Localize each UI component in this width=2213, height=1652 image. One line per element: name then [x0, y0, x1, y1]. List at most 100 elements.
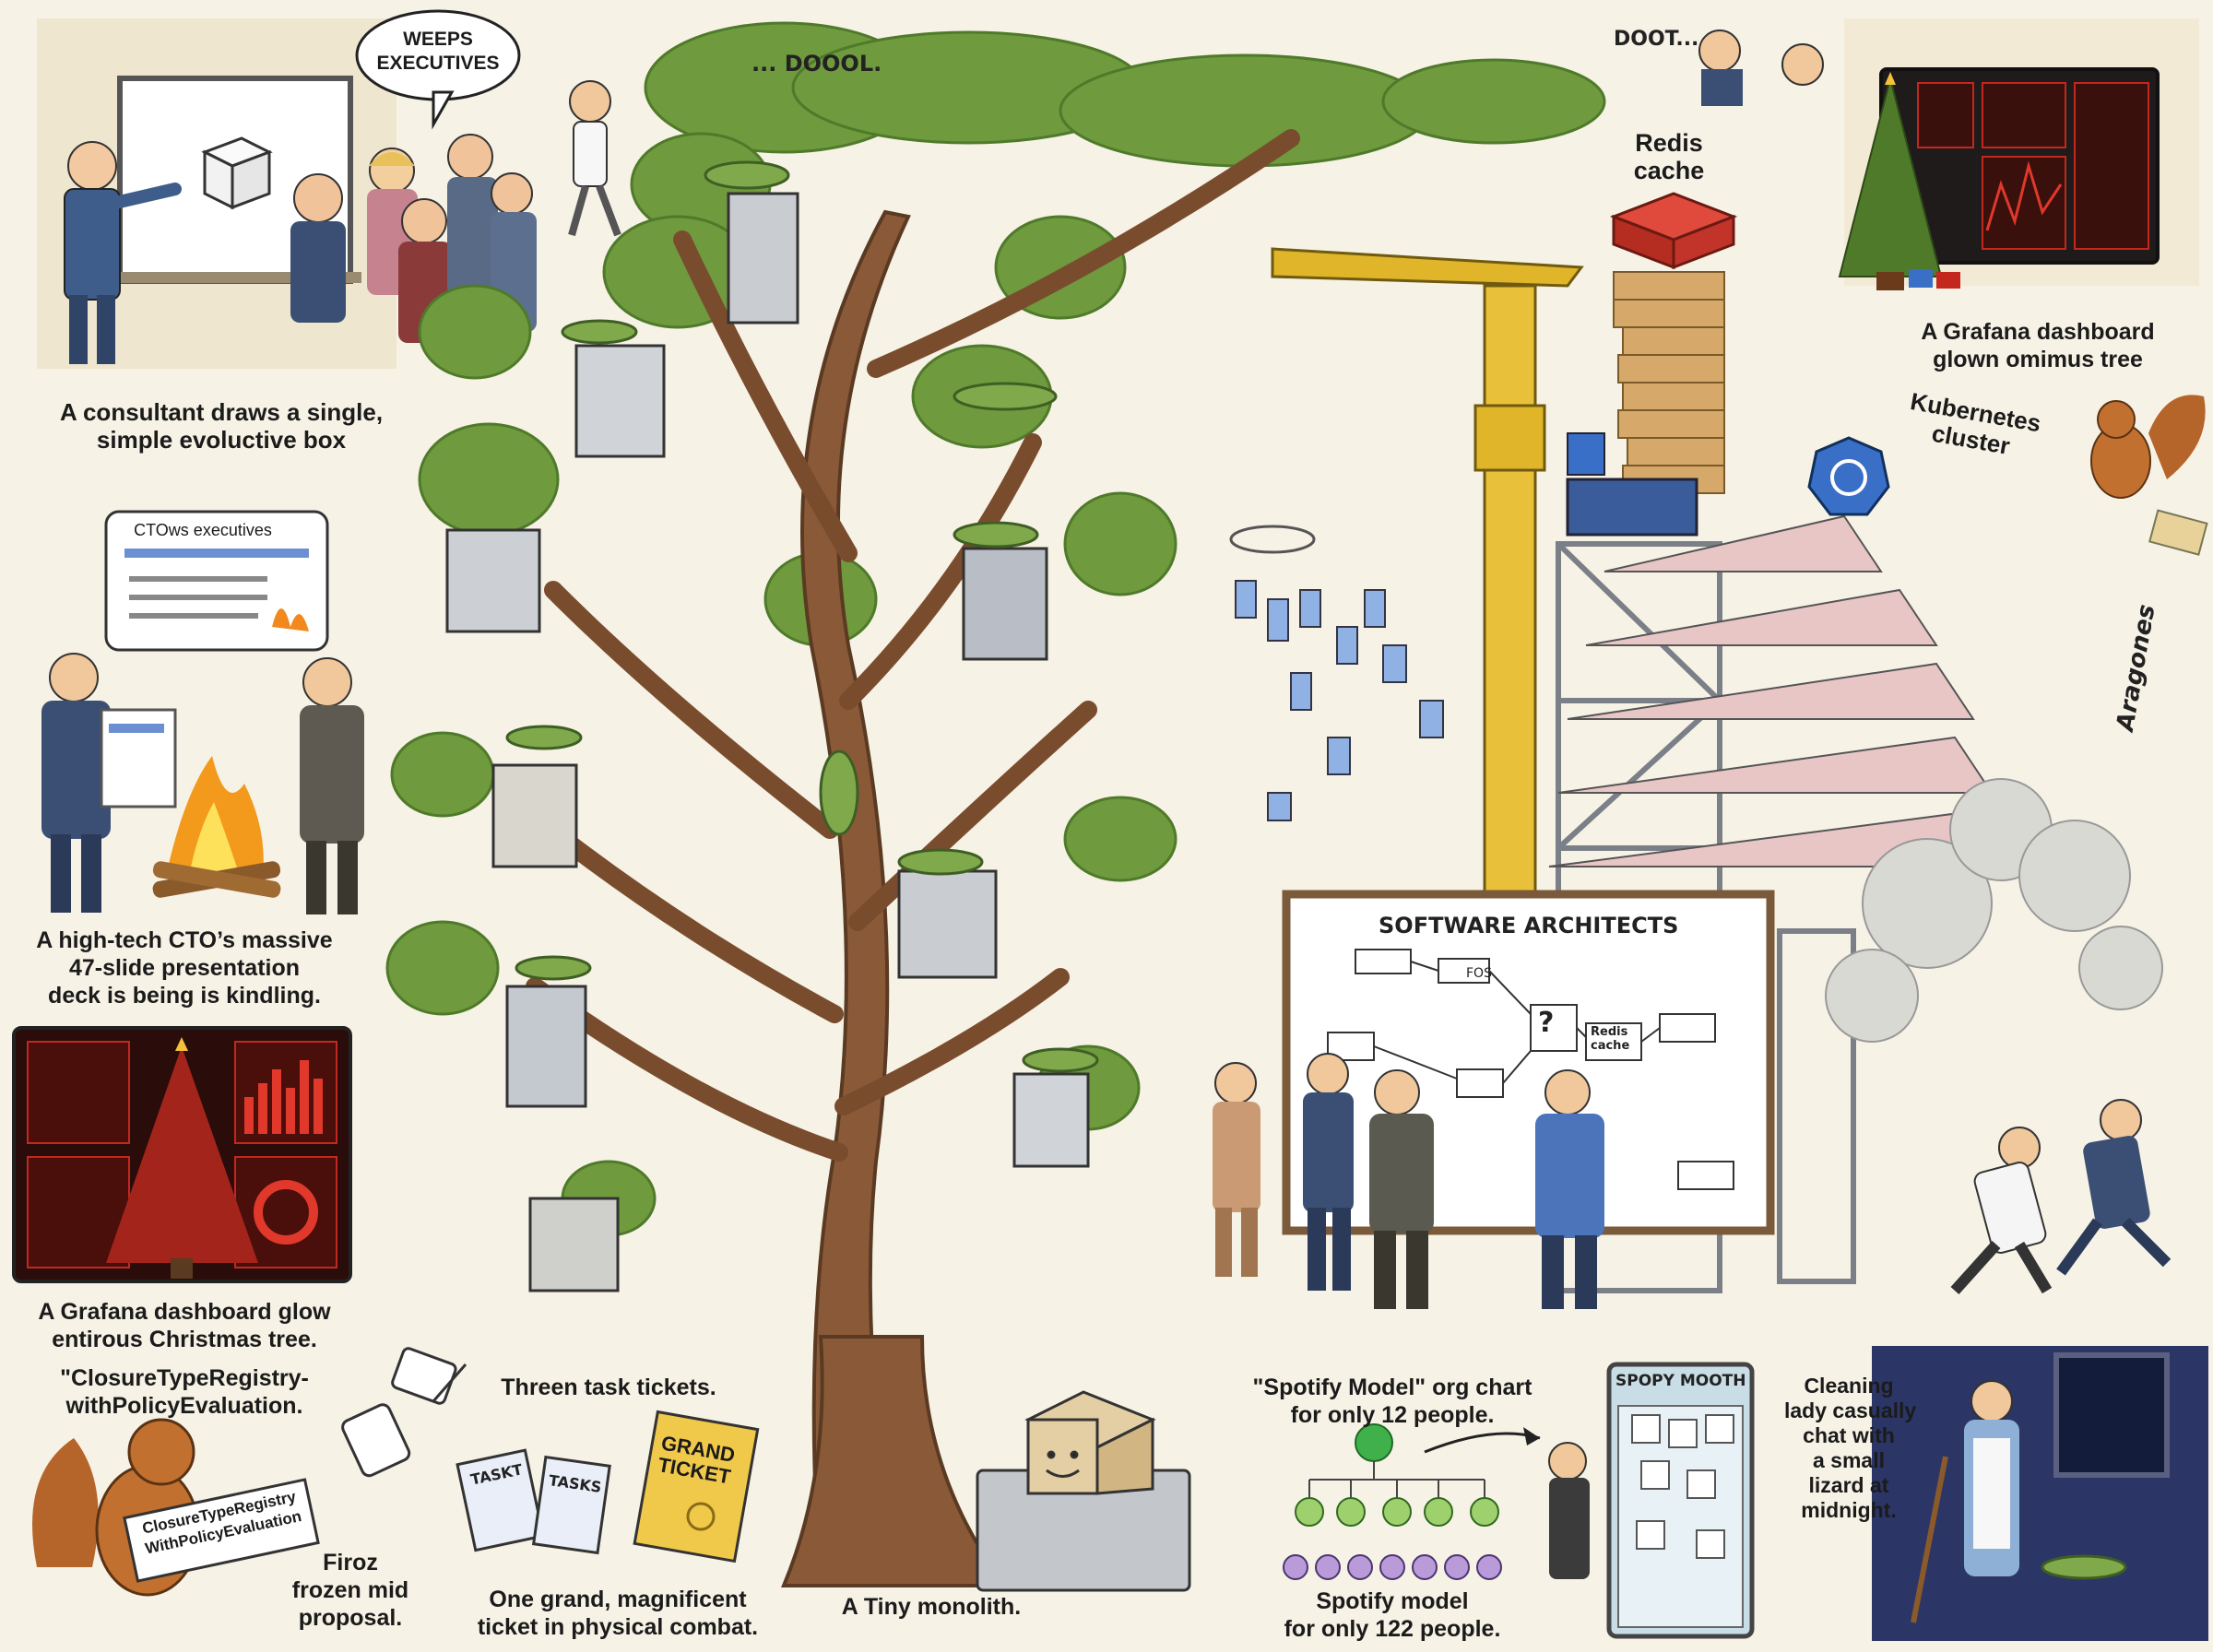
- cleaning-caption-line-3: chat with: [1803, 1423, 1895, 1447]
- card-tower: [1548, 514, 2012, 867]
- cto-caption-line-1: A high-tech CTO’s massive: [36, 927, 333, 953]
- photo-booth: [1606, 1362, 1755, 1639]
- cleaning-caption-line-1: Cleaning: [1804, 1374, 1894, 1398]
- squirrel-quote-line-1: "ClosureTypeRegistry-: [60, 1365, 309, 1391]
- closure-sign: [123, 1478, 320, 1583]
- tickets-caption: One grand, magnificent ticket in physica…: [461, 1586, 775, 1641]
- christmas-tree-left: [106, 1046, 258, 1263]
- redis-label: Redis cache: [1600, 129, 1738, 184]
- tree-servers: [445, 192, 1090, 1292]
- grafana-left-caption-line-1: A Grafana dashboard glow: [38, 1299, 331, 1325]
- grand-ticket: [633, 1410, 760, 1564]
- task-ticket-1: [456, 1448, 545, 1552]
- campfire: [152, 756, 281, 898]
- grafana-right-caption: A Grafana dashboard glown omimus tree: [1881, 318, 2195, 373]
- night-window: [2053, 1352, 2170, 1478]
- tree-branches: [507, 129, 1300, 1162]
- architects-scene: [1213, 890, 2172, 1309]
- spotify-top-caption: "Spotify Model" org chart for only 12 pe…: [1240, 1374, 1544, 1429]
- squirrel-quote: "ClosureTypeRegistry- withPolicyEvaluati…: [18, 1364, 350, 1420]
- squirrel-scene: [32, 1347, 467, 1597]
- tiny-monolith: [976, 1390, 1191, 1592]
- cto-deck-scene: [41, 510, 364, 914]
- smiling-server-1: [491, 763, 578, 868]
- grafana-christmas-left: [12, 1026, 352, 1283]
- server-top: [727, 192, 799, 324]
- board-redis-note: Redis cache: [1591, 1025, 1630, 1053]
- cto-deck-caption: A high-tech CTO’s massive 47-slide prese…: [18, 926, 350, 1009]
- spotify-top-caption-line-2: for only 12 people.: [1290, 1402, 1495, 1428]
- squirrel-caption: Firoz frozen mid proposal.: [277, 1549, 424, 1632]
- squirrel-caption-line-3: proposal.: [298, 1605, 403, 1631]
- big-tree: [385, 21, 1606, 1592]
- board-fos-note: FOS: [1466, 966, 1492, 981]
- server-right-2: [897, 869, 998, 979]
- spotify-org-chart: [1283, 1423, 1590, 1580]
- consultant-caption-line-1: A consultant draws a single,: [59, 398, 384, 426]
- spotify-bottom-caption-line-1: Spotify model: [1316, 1588, 1469, 1614]
- midnight-lizard: [2041, 1554, 2127, 1580]
- tickets-top-caption: Threen task tickets.: [501, 1375, 716, 1400]
- kubernetes-logo: [1807, 436, 1890, 516]
- crane-jib: [1271, 247, 1584, 288]
- server-left-3: [505, 985, 587, 1108]
- consultant-figure: [64, 141, 182, 364]
- architects-whiteboard: [1282, 890, 1775, 1235]
- grafana-left-caption-line-2: entirous Christmas tree.: [52, 1327, 317, 1352]
- squirrel-quote-line-2: withPolicyEvaluation.: [65, 1393, 303, 1419]
- tickets-caption-line-2: ticket in physical combat.: [477, 1614, 759, 1640]
- redis-label-line-2: cache: [1633, 157, 1705, 184]
- task-ticket-2: [531, 1455, 611, 1555]
- cleaning-lady-scene: [1872, 1346, 2208, 1641]
- cleaning-caption-line-4: a small: [1813, 1448, 1885, 1472]
- doot-faces: [1698, 30, 1824, 106]
- grafana-right-caption-line-2: glown omimus tree: [1933, 347, 2143, 372]
- consultant-scene: [37, 9, 537, 369]
- tree-lizards: [505, 160, 1099, 1073]
- squirrel-right: [2090, 395, 2208, 556]
- architect-figures: [1213, 1053, 1604, 1309]
- monolith-caption: A Tiny monolith.: [841, 1594, 1022, 1620]
- jenga-tower: [1613, 271, 1725, 494]
- board-question-mark: ?: [1538, 1007, 1555, 1039]
- spotify-bottom-caption-line-2: for only 122 people.: [1284, 1616, 1501, 1642]
- dust-cloud: [1825, 778, 2163, 1043]
- smiling-server-2: [1012, 1072, 1090, 1168]
- grafana-left-caption: A Grafana dashboard glow entirous Christ…: [18, 1298, 350, 1353]
- doot-text: DOOT...: [1614, 28, 1699, 51]
- weeps-executives-bubble-text: WEEPS EXECUTIVES: [376, 29, 500, 74]
- redis-label-line-1: Redis: [1635, 129, 1703, 157]
- cleaning-caption: Cleaning lady casually chat with a small…: [1784, 1374, 1917, 1523]
- consultant-caption-line-2: simple evoluctive box: [96, 426, 347, 454]
- server-right-1: [962, 547, 1048, 661]
- cto-caption-line-2: 47-slide presentation: [68, 955, 301, 981]
- server-left-4: [528, 1197, 620, 1292]
- spotify-bottom-caption: Spotify model for only 122 people.: [1263, 1587, 1521, 1643]
- redis-logo: [1609, 192, 1738, 270]
- cto-caption-line-3: deck is being is kindling.: [48, 983, 321, 1009]
- cleaning-caption-line-6: midnight.: [1801, 1498, 1897, 1522]
- tickets-scene: [456, 1410, 760, 1564]
- server-left-2: [445, 528, 541, 633]
- slide-title: CTOws executives: [134, 521, 272, 539]
- grafana-right-caption-line-1: A Grafana dashboard: [1921, 319, 2155, 345]
- grafana-christmas-right: [1838, 18, 2199, 290]
- spotify-top-caption-line-1: "Spotify Model" org chart: [1252, 1375, 1533, 1400]
- architects-board-title: SOFTWARE ARCHITECTS: [1379, 913, 1679, 938]
- consultant-caption: A consultant draws a single, simple evol…: [18, 398, 424, 454]
- tickets-caption-line-1: One grand, magnificent: [489, 1587, 747, 1612]
- phone-man-text: ... DOOOL.: [751, 51, 882, 77]
- server-left-1: [574, 344, 666, 458]
- squirrel-caption-line-1: Firoz: [323, 1550, 378, 1575]
- spotify-icon: [1355, 1423, 1393, 1462]
- squirrel-caption-line-2: frozen mid: [291, 1577, 409, 1603]
- broom: [1911, 1456, 1948, 1623]
- hanging-boxes: [1235, 580, 1444, 821]
- cleaning-caption-line-2: lady casually: [1784, 1398, 1917, 1422]
- single-box-icon: [201, 136, 273, 210]
- broken-robot-figure: [341, 1347, 467, 1478]
- running-men: [1950, 1099, 2172, 1295]
- cleaning-caption-line-5: lizard at: [1808, 1473, 1889, 1497]
